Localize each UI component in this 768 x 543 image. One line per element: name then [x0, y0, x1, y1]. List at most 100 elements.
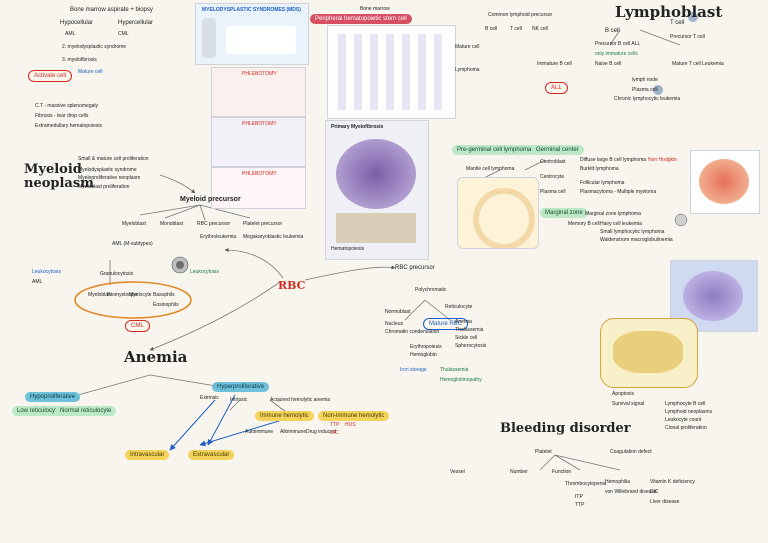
- mz-lymphoma-label: Marginal zone lymphoma: [585, 211, 641, 217]
- lymphoma-label: Lymphoma: [455, 67, 480, 73]
- autoimmune-label: Autoimmune: [245, 429, 274, 435]
- lb-plasma: Plasma cell: [632, 87, 658, 93]
- bone-image: [202, 18, 216, 58]
- intravasc-pill: Intravascular: [125, 450, 170, 460]
- rbc-n4: Spherocytosis: [455, 343, 487, 349]
- cell-micrograph: [670, 260, 758, 332]
- lb-naive-b: Naive B cell: [595, 61, 622, 67]
- cell-drawings: [171, 12, 698, 274]
- hyper-pill: Hyperproliferative: [212, 382, 270, 392]
- low-retic-pill: Low reticulocyte: [12, 406, 66, 416]
- lb-bcell: B cell: [605, 28, 620, 34]
- lymphoblast-title: Lymphoblast: [615, 3, 723, 21]
- blue-arrows: [169, 394, 283, 451]
- anemia-title: Anemia: [124, 348, 188, 366]
- lb-pre-b: Precursor B cell ALL: [595, 41, 641, 47]
- ttp-label: TTP: [330, 422, 340, 428]
- gc-pill: Germinal center: [531, 145, 584, 155]
- lb-immature-b: Immature B cell: [537, 61, 572, 67]
- bd-liver: Liver disease: [650, 499, 680, 505]
- bd-number: Number: [510, 469, 528, 475]
- activate-cell-pill: Activate cell: [28, 70, 73, 82]
- bd-hemophilia: Hemophilia: [605, 479, 631, 485]
- bleeding-title: Bleeding disorder: [500, 421, 631, 436]
- myeloid-precursor: Myeloid precursor: [180, 196, 241, 203]
- myeloid-t1: AML (M-subtypes): [112, 241, 153, 247]
- leuko-sub: AML: [32, 279, 43, 285]
- myeloid-line-3: Myeloproliferative neoplasm: [78, 175, 141, 181]
- follicular-label: Follicular lymphoma: [580, 180, 625, 186]
- centroblast-label: Centroblast: [540, 159, 566, 165]
- rbc-green2: Thalassemia: [440, 367, 469, 373]
- rbc-poly: Polychromatic: [415, 287, 447, 293]
- mantle-label: Mantle cell lymphoma: [466, 166, 515, 172]
- bd-function: Function: [552, 469, 572, 475]
- myeloid-sub-1: Myeloblast: [122, 221, 146, 227]
- rbc-title: RBC: [278, 279, 306, 292]
- cp-item-1: Lymphocyte B cell: [665, 401, 706, 407]
- cell-signal-diagram: [600, 318, 698, 388]
- myeloid-sub-2: Monoblast: [160, 221, 184, 227]
- rbc-n1: Anemia: [455, 319, 472, 325]
- cp-item-4: Clonal proliferation: [665, 425, 707, 431]
- memory-b-label: Memory B cell: [568, 221, 600, 227]
- rbc-green3: Hemoglobinopathy: [440, 377, 482, 383]
- rbc-condense: Chromatin condensation: [385, 329, 440, 335]
- bd-thrombo: Thrombocytopenia: [565, 481, 607, 487]
- cp-item-2: Lymphoid neoplasms: [665, 409, 713, 415]
- lb-pre-t: Precursor T cell: [670, 34, 705, 40]
- rbc-nucleus: Nucleus: [385, 321, 404, 327]
- cml-oval: [74, 281, 192, 319]
- mds-poster: MYELODYSPLASTIC SYNDROMES (MDS): [195, 3, 309, 65]
- leukocytosis: Leukocytosis: [190, 269, 219, 275]
- survival-label: Survival signal: [612, 401, 645, 407]
- rbc-green1: Iron storage: [400, 367, 427, 373]
- rbc-precursor-title: RBC precursor: [395, 265, 435, 271]
- note-1: C.T - massive splenomegaly: [35, 103, 98, 109]
- t-cell-label: T cell: [510, 26, 522, 32]
- cml-cell-2: Promyelocyte: [107, 292, 138, 298]
- bd-vwd: von Willebrand disease: [605, 489, 657, 495]
- nonimmune-pill: Non-immune hemolytic: [318, 411, 390, 421]
- lb-cll: Chronic lymphocytic leukemia: [614, 96, 681, 102]
- drug-label: Drug induced: [306, 429, 336, 435]
- rbc-reticulo: Reticulocyte: [445, 304, 473, 310]
- bd-dic: DIC: [650, 489, 659, 495]
- lb-note: only immature cells: [595, 51, 638, 57]
- diffuse-label: Diffuse large B cell lymphoma: [580, 157, 647, 163]
- myeloid-sub-3: RBC precursor: [197, 221, 231, 227]
- hypocellular-label: Hypocellular: [60, 20, 94, 26]
- rbc-eryth: Erythropoiesis: [410, 344, 442, 350]
- hypercellular-label: Hypercellular: [118, 20, 154, 26]
- node-section-image: [690, 150, 760, 214]
- dic-label: DIC: [330, 430, 339, 436]
- hypo-pill: Hypoproliferative: [25, 392, 81, 402]
- lb-lymph-node: lymph node: [632, 77, 658, 83]
- myeloid-line-2: Myelodysplastic syndrome: [78, 167, 137, 173]
- clp-label: Common lymphoid precursor: [488, 12, 553, 18]
- nh-badge-1: Non Hodgkin: [648, 157, 677, 163]
- phlebotomy-image-1: PHLEBOTOMY: [211, 67, 306, 117]
- phlebotomy-image-2: PHLEBOTOMY: [211, 117, 306, 167]
- waldenstrom-label: Waldenstrom macroglobulinemia: [600, 237, 673, 243]
- leuko-left: Leukocytosis: [32, 269, 61, 275]
- myeloid-line-4: Myeloblast proliferation: [78, 184, 130, 190]
- bd-ttp: TTP: [575, 502, 585, 508]
- myeloid-line-1: Small & mature cell proliferation: [78, 156, 149, 162]
- rbc-normo: Normoblast: [385, 309, 411, 315]
- note-3: Extramedullary hematopoiesis: [35, 123, 102, 129]
- cml-badge: CML: [125, 320, 150, 332]
- all-badge: ALL: [545, 82, 568, 94]
- bd-vitk: Vitamin K deficiency: [650, 479, 695, 485]
- aml-label: AML: [65, 31, 76, 37]
- mature-cell-mid: Mature cell: [455, 44, 480, 50]
- cp-item-3: Leukocyte count: [665, 417, 702, 423]
- rbc-n2: Thalassemia: [455, 327, 484, 333]
- hus-label: HUS: [345, 422, 356, 428]
- bd-platelet: Platelet: [535, 449, 552, 455]
- mds-title: MYELODYSPLASTIC SYNDROMES (MDS): [202, 7, 301, 13]
- myeloid-sub-4: Platelet precursor: [243, 221, 283, 227]
- cml-label: CML: [118, 31, 129, 37]
- small-label: Small lymphocytic lymphoma: [600, 229, 665, 235]
- lymph-node-image: [457, 177, 539, 249]
